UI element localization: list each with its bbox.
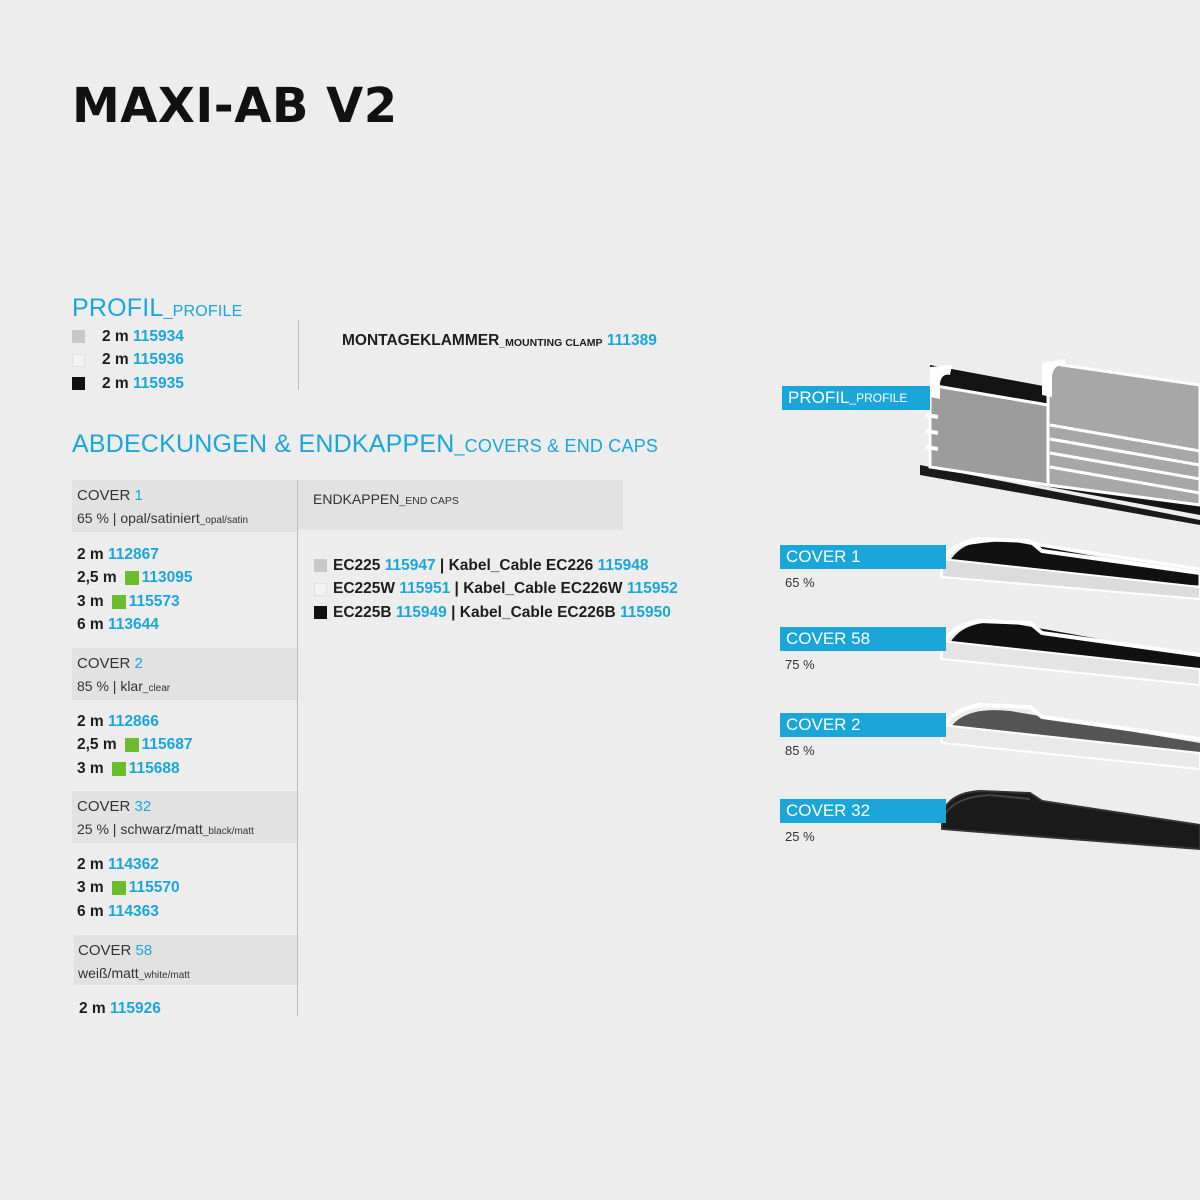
green-marker [124,571,139,586]
list-item: EC225W 115951 | Kabel_Cable EC226W 11595… [314,578,678,602]
profile-drawing [920,359,1200,525]
endcaps-list: EC225 115947 | Kabel_Cable EC226 115948 … [314,554,678,625]
list-item: 2 m 112867 [77,545,159,563]
swatch-lightgrey [314,559,327,573]
cover-32-drawing [941,789,1200,851]
list-item: EC225 115947 | Kabel_Cable EC226 115948 [314,554,678,578]
cover-58-percent: 75 % [785,657,815,672]
swatch-black [314,606,327,620]
profile-item: 2 m 115936 [72,349,184,373]
cover-32-label: COVER 32 [780,799,946,823]
list-item: 2 m 115926 [79,999,161,1017]
swatch-white [72,353,85,367]
cover-58-drawing [940,618,1200,687]
green-marker [111,594,126,609]
list-item: 6 m 113644 [77,616,159,634]
list-item: 2 m 114362 [77,855,159,873]
cover-58-label: COVER 58 [780,627,946,651]
mounting-clamp: MONTAGEKLAMMER_MOUNTING CLAMP 111389 [342,331,657,349]
product-illustration [920,359,1200,851]
swatch-black [72,377,85,391]
divider [297,480,298,1016]
list-item: EC225B 115949 | Kabel_Cable EC226B 11595… [314,601,678,625]
cover-1-header: COVER 1 65 % | opal/satiniert_opal/satin [72,480,297,532]
green-marker [111,881,126,896]
cover-2-percent: 85 % [785,743,815,758]
profile-list: 2 m 115934 2 m 115936 2 m 115935 [72,325,184,396]
cover-32-percent: 25 % [785,829,815,844]
cover-1-percent: 65 % [785,575,815,590]
swatch-white [314,582,327,596]
list-item: 6 m 114363 [77,902,159,920]
cover-2-label: COVER 2 [780,713,946,737]
covers-heading: ABDECKUNGEN & ENDKAPPEN_COVERS & END CAP… [72,430,659,458]
cover-32-header: COVER 32 25 % | schwarz/matt_black/matt [72,791,297,843]
green-marker [111,761,126,776]
divider [298,320,299,390]
swatch-lightgrey [72,330,85,344]
profile-heading: PROFIL_PROFILE [72,294,243,322]
endcaps-header: ENDKAPPEN_END CAPS [298,480,623,530]
list-item: 2 m 112866 [77,712,159,730]
cover-2-drawing [940,702,1200,771]
green-marker [124,738,139,753]
cover-2-header: COVER 2 85 % | klar_clear [72,648,297,700]
cover-1-label: COVER 1 [780,545,946,569]
profile-label: PROFIL_PROFILE [782,386,930,410]
profile-item: 2 m 115934 [72,325,184,349]
cover-58-list: 2 m 115926 [79,997,161,1021]
page-title: MAXI-AB V2 [72,78,398,134]
cover-58-header: COVER 58 weiß/matt_white/matt [74,935,297,985]
profile-item: 2 m 115935 [72,372,184,396]
cover-1-drawing [940,536,1200,601]
